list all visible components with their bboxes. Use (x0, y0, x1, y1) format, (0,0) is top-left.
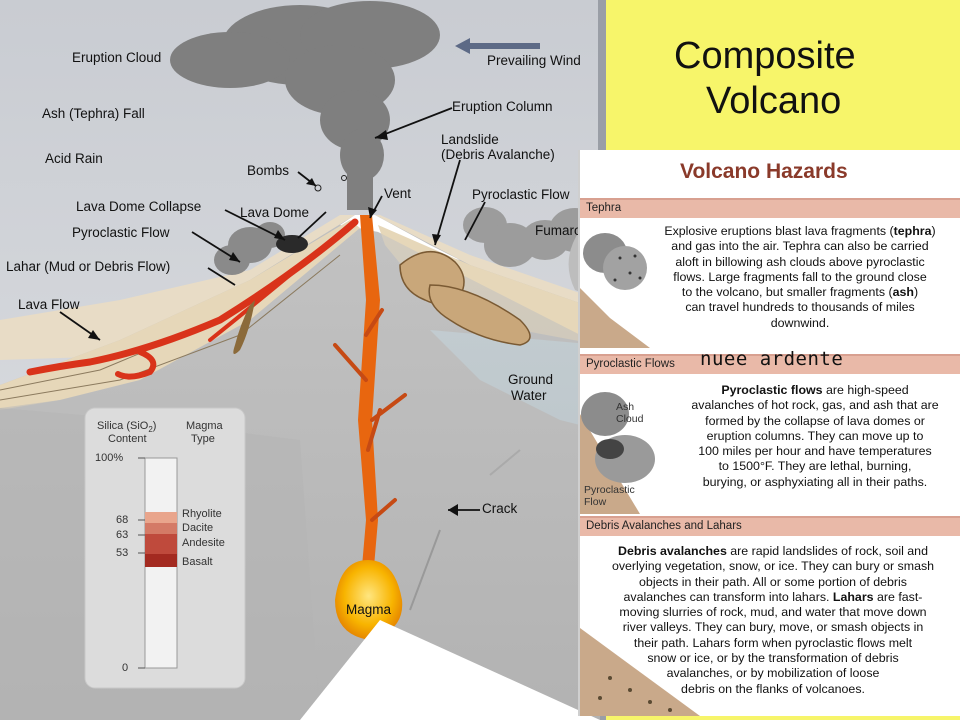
debris-lahars-header: Debris Avalanches and Lahars (580, 516, 960, 536)
label-lava-flow: Lava Flow (18, 297, 80, 312)
label-ash-fall: Ash (Tephra) Fall (42, 106, 145, 121)
label-lahar: Lahar (Mud or Debris Flow) (6, 259, 171, 274)
page-title: Composite Volcano (674, 34, 856, 124)
dacite-label: Dacite (182, 522, 214, 534)
tick-100: 100% (95, 452, 124, 464)
tick-63: 63 (116, 529, 129, 541)
label-acid-rain: Acid Rain (45, 151, 103, 166)
debris-illustration (580, 628, 700, 716)
nuee-ardente-annotation: nuee ardente (700, 348, 844, 370)
label-vent: Vent (384, 186, 412, 201)
pyroclastic-illustration (580, 392, 655, 514)
label-pyroclastic-flow-left: Pyroclastic Flow (72, 225, 170, 240)
label-landslide: Landslide (441, 132, 499, 147)
rhyolite-label: Rhyolite (182, 508, 222, 520)
label-fumarole: Fumaro (535, 223, 582, 238)
label-eruption-column: Eruption Column (452, 99, 553, 114)
hazards-title: Volcano Hazards (680, 160, 848, 183)
label-crack: Crack (482, 501, 518, 516)
silica-content-label: Content (108, 433, 147, 445)
label-lava-dome: Lava Dome (240, 205, 310, 220)
eruption-cloud (170, 1, 440, 210)
prevailing-wind-arrow (455, 38, 540, 54)
label-pyroclastic-flow-right: Pyroclastic Flow (472, 187, 570, 202)
pyroclastic-flows-header: Pyroclastic Flows (580, 354, 960, 374)
lava-flows (26, 218, 359, 380)
label-eruption-cloud: Eruption Cloud (72, 50, 162, 65)
label-ground: Ground (508, 372, 554, 387)
volcano-hazards-panel: Volcano Hazards Tephra Explosive eruptio… (578, 150, 960, 716)
magma-header: Magma (186, 420, 223, 432)
silica-header: Silica (SiO2) (97, 420, 157, 435)
label-bombs: Bombs (247, 163, 290, 178)
label-magma: Magma (346, 602, 392, 617)
label-water: Water (511, 388, 547, 403)
tick-68: 68 (116, 514, 129, 526)
basalt-label: Basalt (182, 556, 213, 568)
tick-53: 53 (116, 547, 129, 559)
tephra-header: Tephra (580, 198, 960, 218)
title-line-2: Volcano (706, 80, 842, 122)
label-lava-dome-collapse: Lava Dome Collapse (76, 199, 202, 214)
tephra-illustration (580, 233, 650, 348)
tick-0: 0 (122, 662, 129, 674)
debris-avalanche (399, 250, 531, 346)
title-line-1: Composite (674, 35, 856, 77)
pyroclastic-text: Pyroclastic flows are high-speed avalanc… (691, 383, 939, 489)
tephra-text: Explosive eruptions blast lava fragments… (664, 224, 936, 330)
label-debris-avalanche: (Debris Avalanche) (441, 147, 555, 162)
label-prevailing-wind: Prevailing Wind (487, 53, 581, 68)
magma-type-label: Type (191, 433, 215, 445)
debris-text: Debris avalanches are rapid landslides o… (611, 544, 935, 696)
andesite-label: Andesite (182, 537, 225, 549)
